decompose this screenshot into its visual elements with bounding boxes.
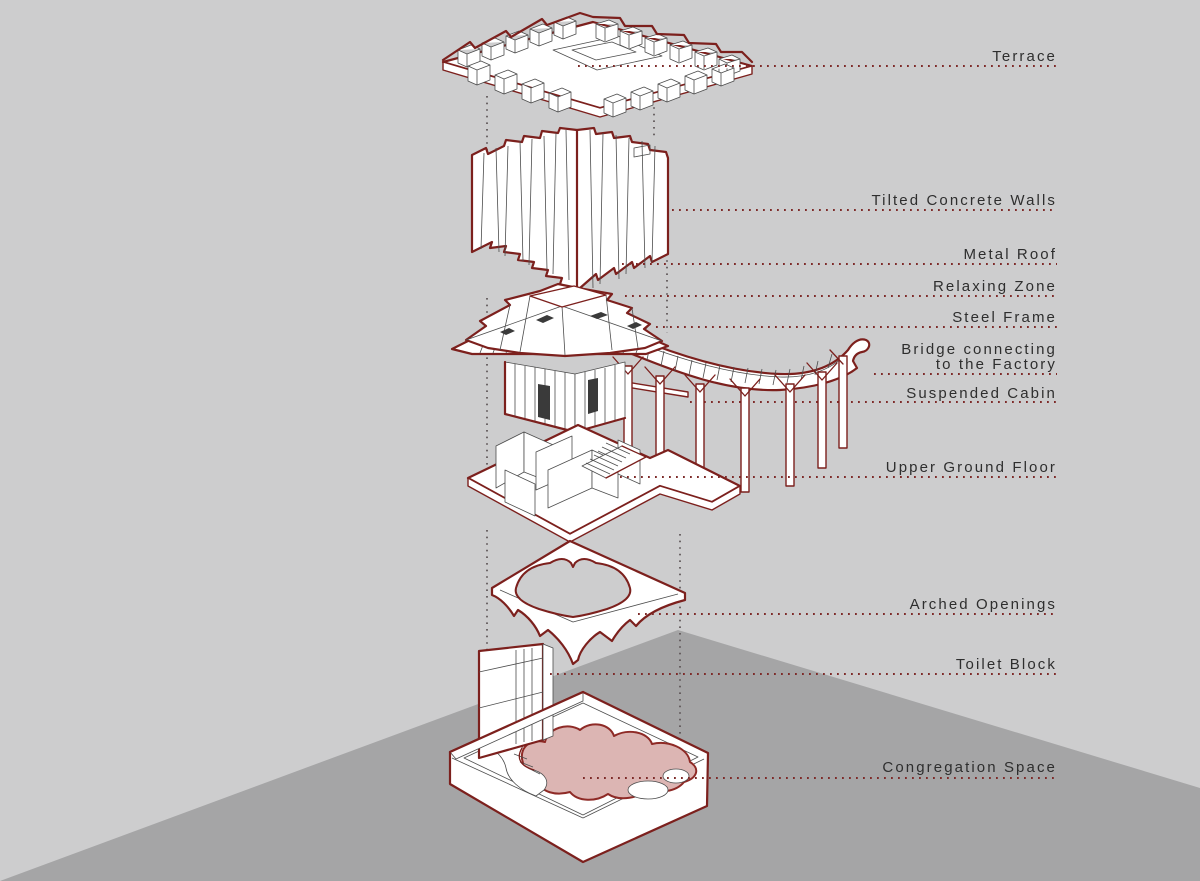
label-tilted-walls: Tilted Concrete Walls	[871, 192, 1057, 209]
label-arched-openings: Arched Openings	[910, 596, 1057, 613]
terrace-drawing	[441, 11, 754, 118]
labels: Terrace Tilted Concrete Walls Metal Roof…	[871, 48, 1057, 776]
label-suspended-cabin: Suspended Cabin	[906, 385, 1057, 402]
congregation-space-drawing	[448, 642, 710, 864]
label-congregation-space: Congregation Space	[882, 759, 1057, 776]
bridge-columns	[612, 349, 848, 493]
label-upper-ground-floor: Upper Ground Floor	[886, 459, 1057, 476]
label-metal-roof: Metal Roof	[963, 246, 1057, 263]
terrace-jagged-silhouette	[441, 11, 754, 64]
leader-lines-behind	[656, 326, 1057, 403]
staircase	[581, 442, 648, 479]
label-bridge-line2: to the Factory	[936, 356, 1057, 373]
wall-plank-lines	[480, 129, 656, 289]
arched-openings-drawing	[490, 539, 687, 666]
label-steel-frame: Steel Frame	[952, 309, 1057, 326]
label-bridge-line1: Bridge connecting	[901, 341, 1057, 358]
pavilion-cluster-drawing	[450, 282, 871, 493]
terrace-parapet-blocks	[457, 16, 741, 118]
label-relaxing-zone: Relaxing Zone	[933, 278, 1057, 295]
upper-ground-floor-drawing	[466, 423, 742, 543]
tilted-concrete-walls-drawing	[470, 126, 670, 294]
metal-roof-drawing	[464, 282, 664, 358]
label-terrace: Terrace	[992, 48, 1057, 65]
label-toilet-block: Toilet Block	[956, 656, 1057, 673]
suspended-cabin-drawing	[503, 360, 627, 434]
leader-lines	[550, 65, 1057, 779]
